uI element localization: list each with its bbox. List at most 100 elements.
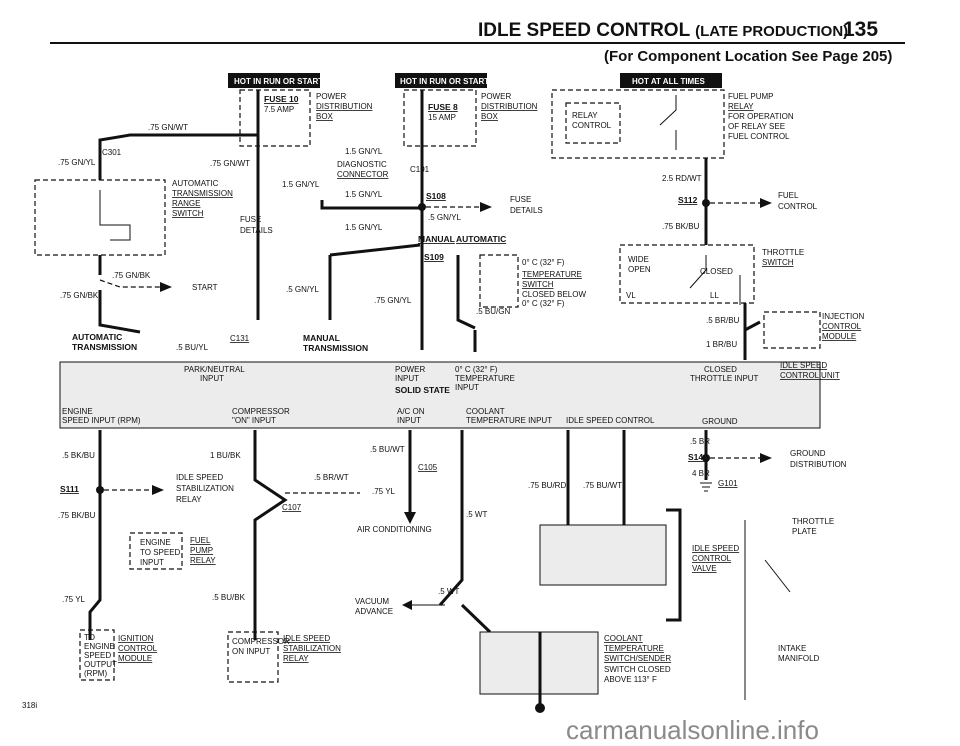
wire-75-gnyl-c: .75 GN/YL [374,296,412,305]
svg-text:TEMPERATURE INPUT: TEMPERATURE INPUT [466,416,552,425]
watermark: carmanualsonline.info [566,715,819,745]
svg-text:CLOSED BELOW: CLOSED BELOW [522,290,586,299]
idle-speed-control-valve: IDLE SPEED CONTROL VALVE [539,508,739,622]
splice-s140: S140 GROUND DISTRIBUTION [688,449,847,469]
svg-text:FOR OPERATION: FOR OPERATION [728,112,794,121]
svg-text:SWITCH: SWITCH [522,280,554,289]
wire-75-bkbu-b: .75 BK/BU [58,511,96,520]
wire-5-bubk: .5 BU/BK [212,593,246,602]
svg-text:SPEED: SPEED [84,651,111,660]
svg-text:TRANSMISSION: TRANSMISSION [172,189,233,198]
temperature-switch: 0° C (32° F) TEMPERATURE SWITCH CLOSED B… [456,254,586,330]
air-conditioning-label: AIR CONDITIONING [357,525,432,534]
fuse-details-2: DETAILS [240,226,273,235]
svg-text:CONTROL: CONTROL [778,202,818,211]
solid-state-module: PARK/NEUTRAL INPUT POWER INPUT 0° C (32°… [59,361,821,429]
auto-trans-box: AUTOMATIC TRANSMISSION [72,332,137,352]
svg-text:INPUT: INPUT [140,558,164,567]
svg-text:INPUT: INPUT [200,374,224,383]
svg-text:VACUUM: VACUUM [355,597,389,606]
svg-text:BOX: BOX [481,112,499,121]
svg-text:C107: C107 [282,503,302,512]
ignition-control-module: TO ENGINE SPEED OUTPUT (RPM) IGNITION CO… [79,629,158,681]
svg-text:GROUND: GROUND [790,449,826,458]
title-sub: (LATE PRODUCTION) [695,23,849,40]
svg-text:SOLID STATE: SOLID STATE [395,385,450,395]
svg-text:GROUND: GROUND [702,417,738,426]
svg-text:DIAGNOSTIC: DIAGNOSTIC [337,160,387,169]
svg-text:RELAY: RELAY [572,111,598,120]
svg-text:RELAY: RELAY [176,495,202,504]
wire-75-burd: .75 BU/RD [528,481,566,490]
wire-75-gnwt-a: .75 GN/WT [148,123,188,132]
svg-text:INJECTION: INJECTION [822,312,864,321]
svg-text:IDLE SPEED: IDLE SPEED [176,473,223,482]
svg-text:STABILIZATION: STABILIZATION [283,644,341,653]
title-main: IDLE SPEED CONTROL [478,20,690,41]
svg-text:0° C (32° F): 0° C (32° F) [455,365,498,374]
start-label: START [192,283,218,292]
wire-75-gnwt-b: .75 GN/WT [210,159,250,168]
svg-text:A/C ON: A/C ON [397,407,425,416]
svg-text:MODULE: MODULE [822,332,856,341]
svg-text:OPEN: OPEN [628,265,651,274]
svg-text:INTAKE: INTAKE [778,644,806,653]
svg-text:C101: C101 [410,165,430,174]
manual-automatic-switch: MANUAL AUTOMATIC [418,234,506,244]
svg-text:SWITCH/SENDER: SWITCH/SENDER [604,654,671,663]
svg-text:MANIFOLD: MANIFOLD [778,654,820,663]
wire-25-rdwt: 2.5 RD/WT [662,174,702,183]
hot-banner-3: HOT AT ALL TIMES [620,73,722,88]
svg-text:THROTTLE INPUT: THROTTLE INPUT [690,374,759,383]
fuel-pump-relay: RELAY CONTROL FUEL PUMP RELAY FOR OPERAT… [551,89,794,215]
wire-1-bubk: 1 BU/BK [210,451,241,460]
svg-text:G101: G101 [718,479,738,488]
svg-text:HOT IN RUN OR START: HOT IN RUN OR START [234,77,323,86]
svg-text:0° C (32° F): 0° C (32° F) [522,258,565,267]
wire-15-gnyl-c: 1.5 GN/YL [345,190,383,199]
svg-text:ENGINE: ENGINE [84,642,115,651]
svg-text:AUTOMATIC: AUTOMATIC [172,179,219,188]
svg-text:TEMPERATURE: TEMPERATURE [522,270,582,279]
compressor-on-input-relay: COMPRESSOR ON INPUT IDLE SPEED STABILIZA… [227,631,341,683]
svg-text:FUEL: FUEL [778,191,799,200]
wire-5-br: .5 BR [690,437,710,446]
svg-text:RELAY: RELAY [283,654,309,663]
svg-text:TO SPEED: TO SPEED [140,548,181,557]
auto-trans-range-switch: AUTOMATIC TRANSMISSION RANGE SWITCH [34,179,233,256]
wire-5-wt-b: .5 WT [438,587,459,596]
wire-5-buwt: .5 BU/WT [370,445,405,454]
svg-text:TRANSMISSION: TRANSMISSION [72,342,137,352]
svg-text:IDLE SPEED: IDLE SPEED [780,361,827,370]
svg-text:MANUAL: MANUAL [418,234,455,244]
svg-text:CONTROL: CONTROL [822,322,862,331]
svg-text:COOLANT: COOLANT [466,407,505,416]
svg-text:MODULE: MODULE [118,654,152,663]
diagnostic-connector: DIAGNOSTIC CONNECTOR C101 [337,160,430,179]
svg-text:RELAY: RELAY [728,102,754,111]
svg-text:15 AMP: 15 AMP [428,113,456,122]
wire-5-brwt: .5 BR/WT [314,473,349,482]
svg-text:INPUT: INPUT [397,416,421,425]
hot-banner-1: HOT IN RUN OR START [228,73,323,88]
svg-text:S140: S140 [688,452,708,462]
svg-text:SWITCH: SWITCH [762,258,794,267]
svg-text:CLOSED: CLOSED [704,365,737,374]
svg-text:CONNECTOR: CONNECTOR [337,170,389,179]
vacuum-advance: VACUUM ADVANCE [355,597,445,616]
svg-text:FUEL CONTROL: FUEL CONTROL [728,132,790,141]
model-label: 318i [22,701,37,710]
svg-text:ABOVE 113° F: ABOVE 113° F [604,675,657,684]
svg-text:BOX: BOX [316,112,334,121]
svg-text:HOT AT ALL TIMES: HOT AT ALL TIMES [632,77,706,86]
svg-text:IGNITION: IGNITION [118,634,154,643]
svg-text:MANUAL: MANUAL [303,333,340,343]
svg-text:SWITCH CLOSED: SWITCH CLOSED [604,665,671,674]
svg-text:OUTPUT: OUTPUT [84,660,117,669]
svg-text:RANGE: RANGE [172,199,200,208]
svg-text:RELAY: RELAY [190,556,216,565]
svg-text:WIDE: WIDE [628,255,649,264]
location-note: (For Component Location See Page 205) [604,48,893,65]
page-title: IDLE SPEED CONTROL (LATE PRODUCTION) [478,20,848,42]
